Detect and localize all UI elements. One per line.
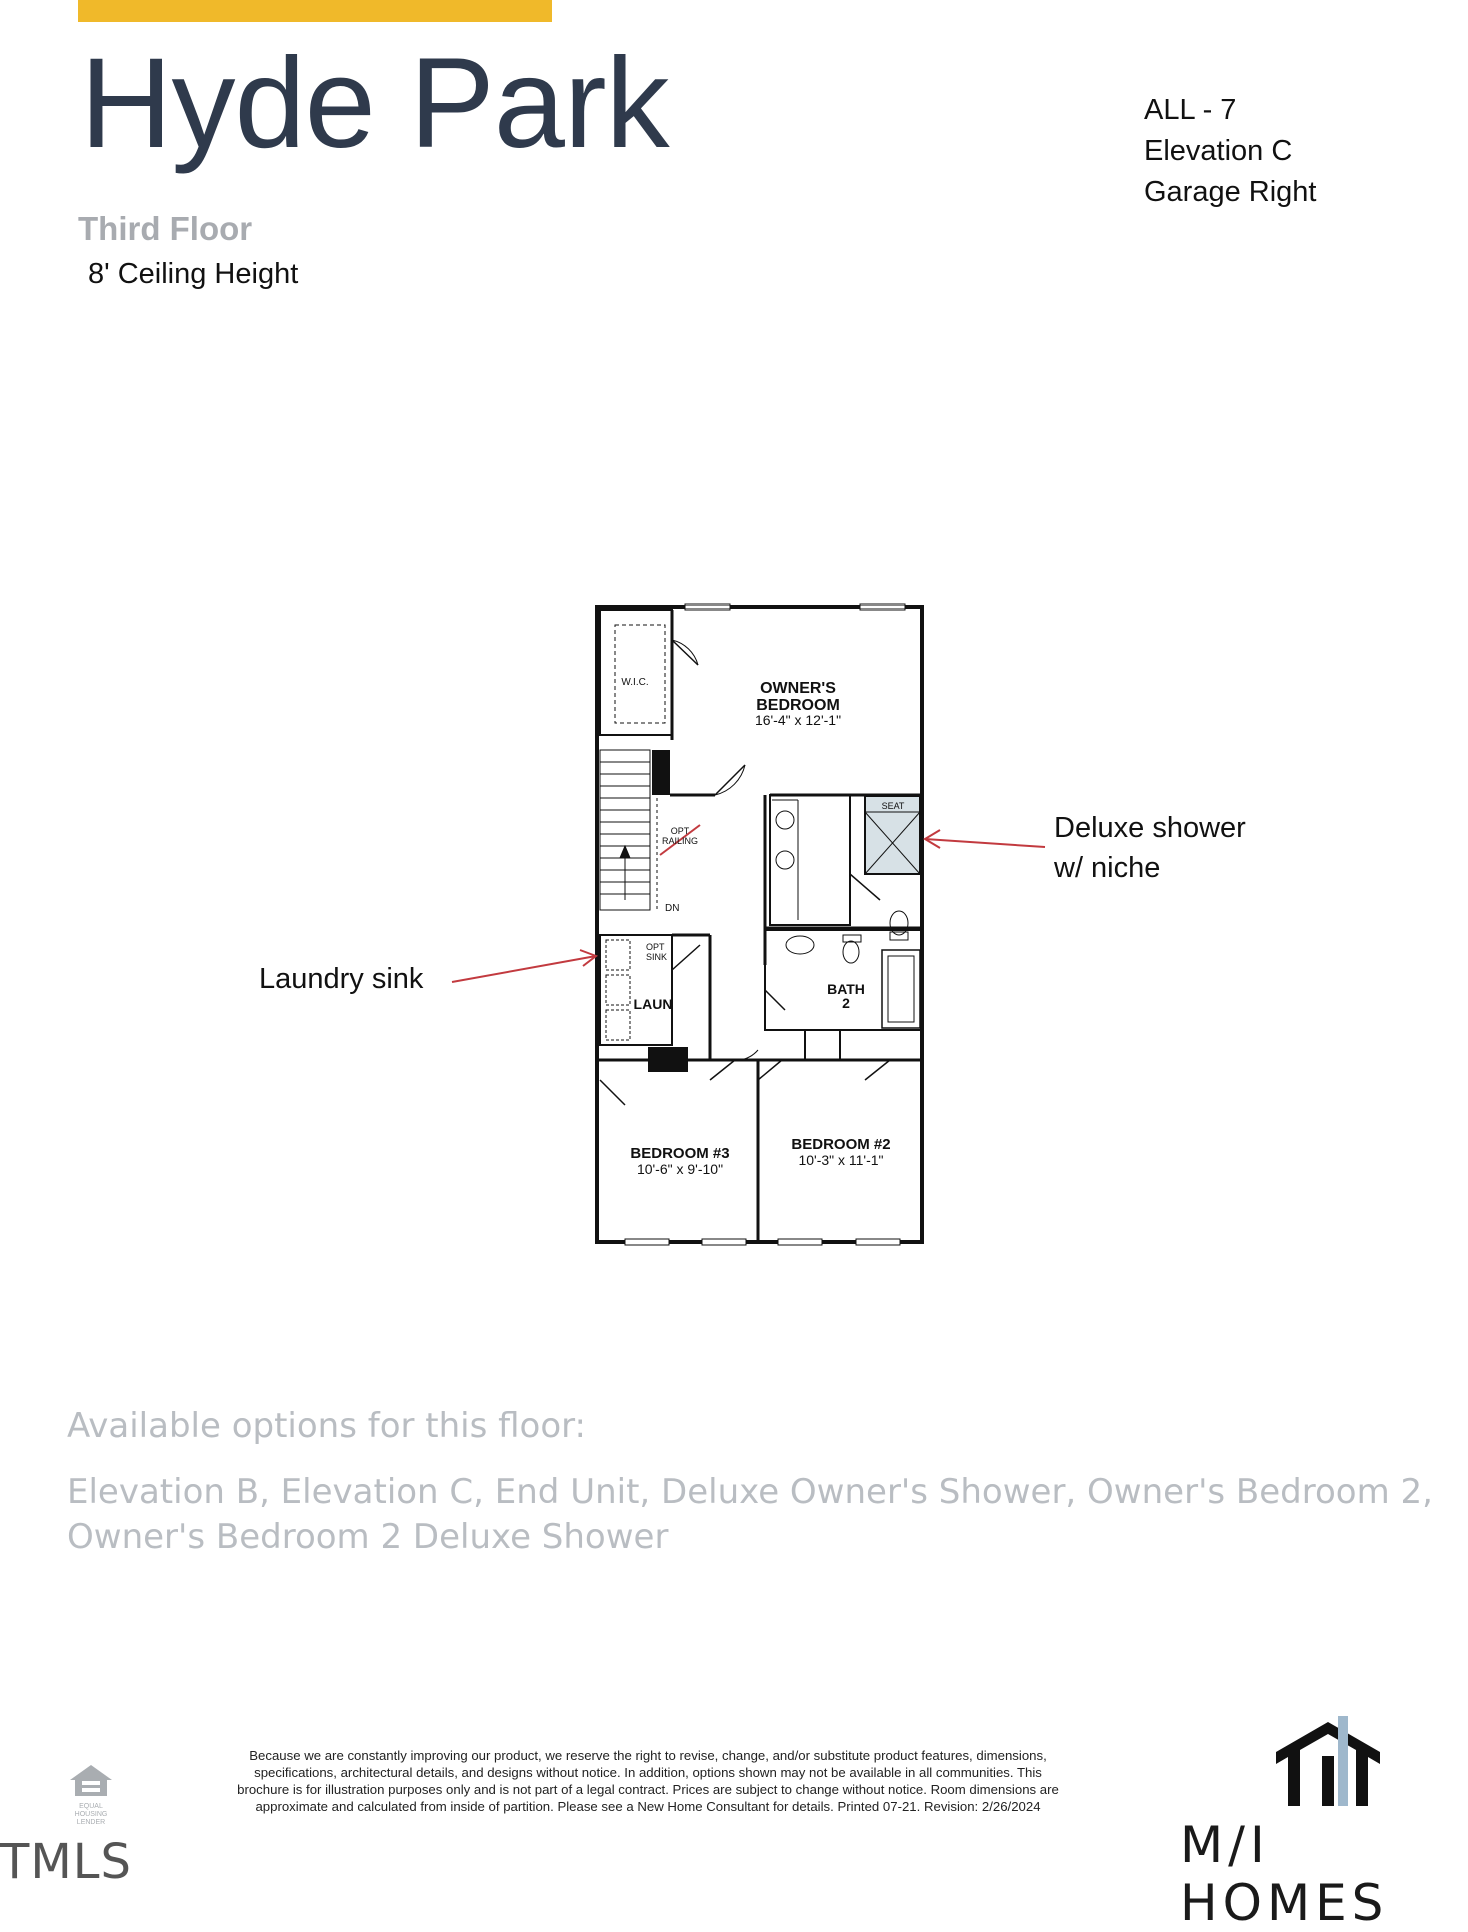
stairs xyxy=(599,749,651,911)
label-opt-sink-1: OPT xyxy=(646,942,665,952)
eho-text-1: EQUAL HOUSING xyxy=(74,1803,108,1818)
page-title: Hyde Park xyxy=(80,32,670,175)
accent-bar xyxy=(78,0,552,22)
label-dn: DN xyxy=(665,903,679,914)
shower-arrow xyxy=(924,838,1046,848)
label-opt-railing-2: RAILING xyxy=(662,836,698,846)
deluxe-shower xyxy=(864,795,921,875)
disclaimer: Because we are constantly improving our … xyxy=(237,1748,1059,1814)
dim-bed3: 10'-6" x 9'-10" xyxy=(637,1161,723,1177)
dim-owners: 16'-4" x 12'-1" xyxy=(755,712,841,728)
meta-garage: Garage Right xyxy=(1144,176,1317,208)
brand-wordmark: M/I HOMES xyxy=(1180,1816,1389,1932)
owners-bath xyxy=(769,794,851,926)
label-opt-railing-1: OPT xyxy=(671,826,690,836)
eho-text-2: LENDER xyxy=(76,1819,106,1826)
label-laun: LAUN xyxy=(634,996,673,1012)
mi-homes-house-icon xyxy=(1276,1716,1380,1806)
label-wic: W.I.C. xyxy=(621,677,648,688)
bathtub xyxy=(881,949,921,1029)
callout-shower-line2: w/ niche xyxy=(1054,852,1161,884)
options-list: Elevation B, Elevation C, End Unit, Delu… xyxy=(67,1472,1433,1557)
house-icon xyxy=(70,1765,112,1796)
label-owners-2: BEDROOM xyxy=(756,697,840,714)
bath-2 xyxy=(764,929,923,1031)
label-bath2-1: BATH xyxy=(827,981,865,997)
floor-name: Third Floor xyxy=(78,210,253,247)
label-opt-sink-2: SINK xyxy=(646,952,667,962)
options-heading: Available options for this floor: xyxy=(67,1406,586,1446)
meta-elevation: Elevation C xyxy=(1144,135,1293,167)
callout-shower-line1: Deluxe shower xyxy=(1054,812,1246,844)
mls-watermark: TMLS xyxy=(0,1834,132,1890)
label-bed2: BEDROOM #2 xyxy=(791,1136,890,1153)
label-seat: SEAT xyxy=(882,801,905,811)
callout-laundry: Laundry sink xyxy=(259,963,424,995)
label-bed3: BEDROOM #3 xyxy=(630,1145,729,1162)
label-bath2-2: 2 xyxy=(842,995,850,1011)
meta-plan-code: ALL - 7 xyxy=(1144,94,1237,126)
label-owners-1: OWNER'S xyxy=(760,680,836,697)
ceiling-height: 8' Ceiling Height xyxy=(88,258,299,290)
callout-arrows xyxy=(451,829,1046,983)
floor-plan: W.I.C. OWNER'S BEDROOM 16'-4" x 12'-1" S… xyxy=(595,603,924,1246)
laundry-arrow xyxy=(451,955,597,983)
dim-bed2: 10'-3" x 11'-1" xyxy=(798,1152,883,1168)
equal-housing-logo: EQUAL HOUSING LENDER xyxy=(66,1762,116,1827)
laundry-room xyxy=(599,934,673,1046)
